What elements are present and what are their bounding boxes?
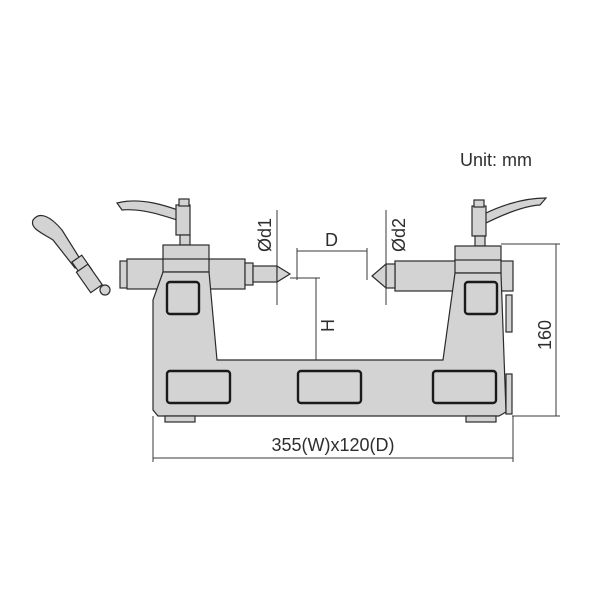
left-quill-handle — [31, 215, 131, 296]
left-clamp-lever — [116, 198, 191, 246]
label-center-distance: D — [325, 230, 338, 250]
label-height: 160 — [535, 320, 555, 350]
label-d1: Ød1 — [255, 218, 275, 252]
bench-bed — [152, 271, 513, 423]
dimension-lines — [152, 210, 560, 462]
label-center-height: H — [318, 319, 338, 332]
label-d2: Ød2 — [389, 218, 409, 252]
label-width-depth: 355(W)x120(D) — [271, 435, 394, 455]
unit-label: Unit: mm — [460, 150, 532, 170]
right-clamp-lever — [471, 197, 548, 247]
